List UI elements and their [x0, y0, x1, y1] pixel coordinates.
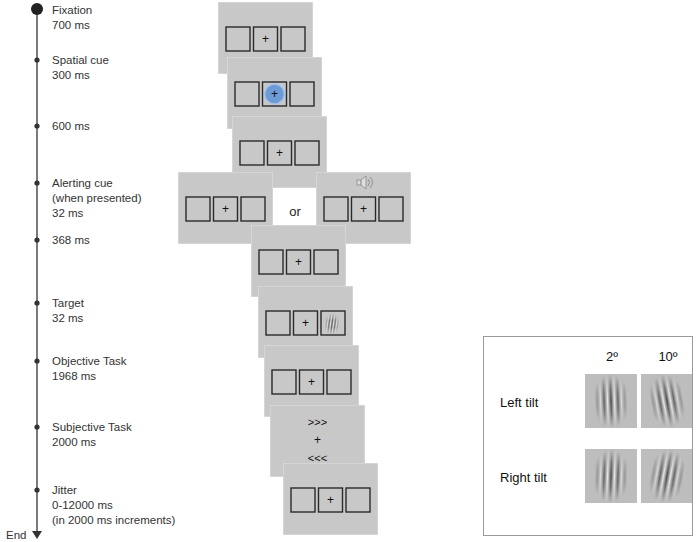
- timeline-label: 1968 ms: [52, 370, 96, 383]
- timeline-label: Alerting cue: [52, 177, 113, 190]
- timeline-label: (in 2000 ms increments): [52, 514, 175, 527]
- screen-symbol: +: [271, 88, 278, 100]
- panel-label: 10º: [658, 350, 677, 363]
- screen-frame: +: [227, 57, 322, 129]
- screen-frame: +: [178, 172, 273, 244]
- or-label: or: [289, 205, 301, 220]
- screen-frame: +: [218, 2, 313, 74]
- screen-frame: +: [283, 463, 378, 535]
- timeline-label: Subjective Task: [52, 421, 132, 434]
- screen-symbol: +: [222, 203, 229, 215]
- screen-symbol: +: [302, 317, 309, 329]
- target-grating: [320, 312, 345, 337]
- timeline-label: Target: [52, 297, 84, 310]
- screen-symbol: +: [276, 147, 283, 159]
- timeline-label: Fixation: [52, 4, 92, 17]
- timeline-label: 32 ms: [52, 207, 83, 220]
- panel-label: Left tilt: [500, 396, 538, 409]
- timeline-label: (when presented): [52, 192, 142, 205]
- timeline-label: 700 ms: [52, 19, 90, 32]
- screen-symbol: +: [295, 256, 302, 268]
- timeline: [31, 3, 43, 539]
- timeline-label: Spatial cue: [52, 54, 109, 67]
- example-panel: 2º 10ºLeft tiltRight tilt: [483, 336, 693, 536]
- screen-symbol: +: [327, 494, 334, 506]
- timeline-label: 0-12000 ms: [52, 499, 113, 512]
- timeline-label: 368 ms: [52, 234, 90, 247]
- speaker-icon: [357, 176, 373, 189]
- panel-label: Right tilt: [500, 471, 547, 484]
- screen-frame: >>> + <<<: [270, 405, 365, 477]
- timeline-label: 300 ms: [52, 69, 90, 82]
- timeline-label: End: [6, 529, 26, 542]
- screen-frame: +: [258, 286, 353, 358]
- screen-frame: +: [264, 345, 359, 417]
- screen-symbol: +: [308, 376, 315, 388]
- timeline-label: Objective Task: [52, 355, 127, 368]
- screen-symbol: <<<: [308, 453, 327, 464]
- timeline-label: 600 ms: [52, 120, 90, 133]
- screen-frame: +: [251, 225, 346, 297]
- screen-frame: +: [232, 116, 327, 188]
- screen-frames: [178, 2, 411, 535]
- screen-symbol: +: [360, 203, 367, 215]
- timeline-label: Jitter: [52, 484, 77, 497]
- screen-symbol: +: [314, 434, 321, 446]
- panel-label: 2º: [606, 350, 618, 363]
- screen-symbol: +: [262, 33, 269, 45]
- screen-frame: +: [316, 172, 411, 244]
- timeline-label: 32 ms: [52, 312, 83, 325]
- spatial-cue: [265, 84, 285, 104]
- screen-symbol: >>>: [308, 417, 327, 428]
- gabor-examples: [584, 370, 697, 507]
- timeline-label: 2000 ms: [52, 436, 96, 449]
